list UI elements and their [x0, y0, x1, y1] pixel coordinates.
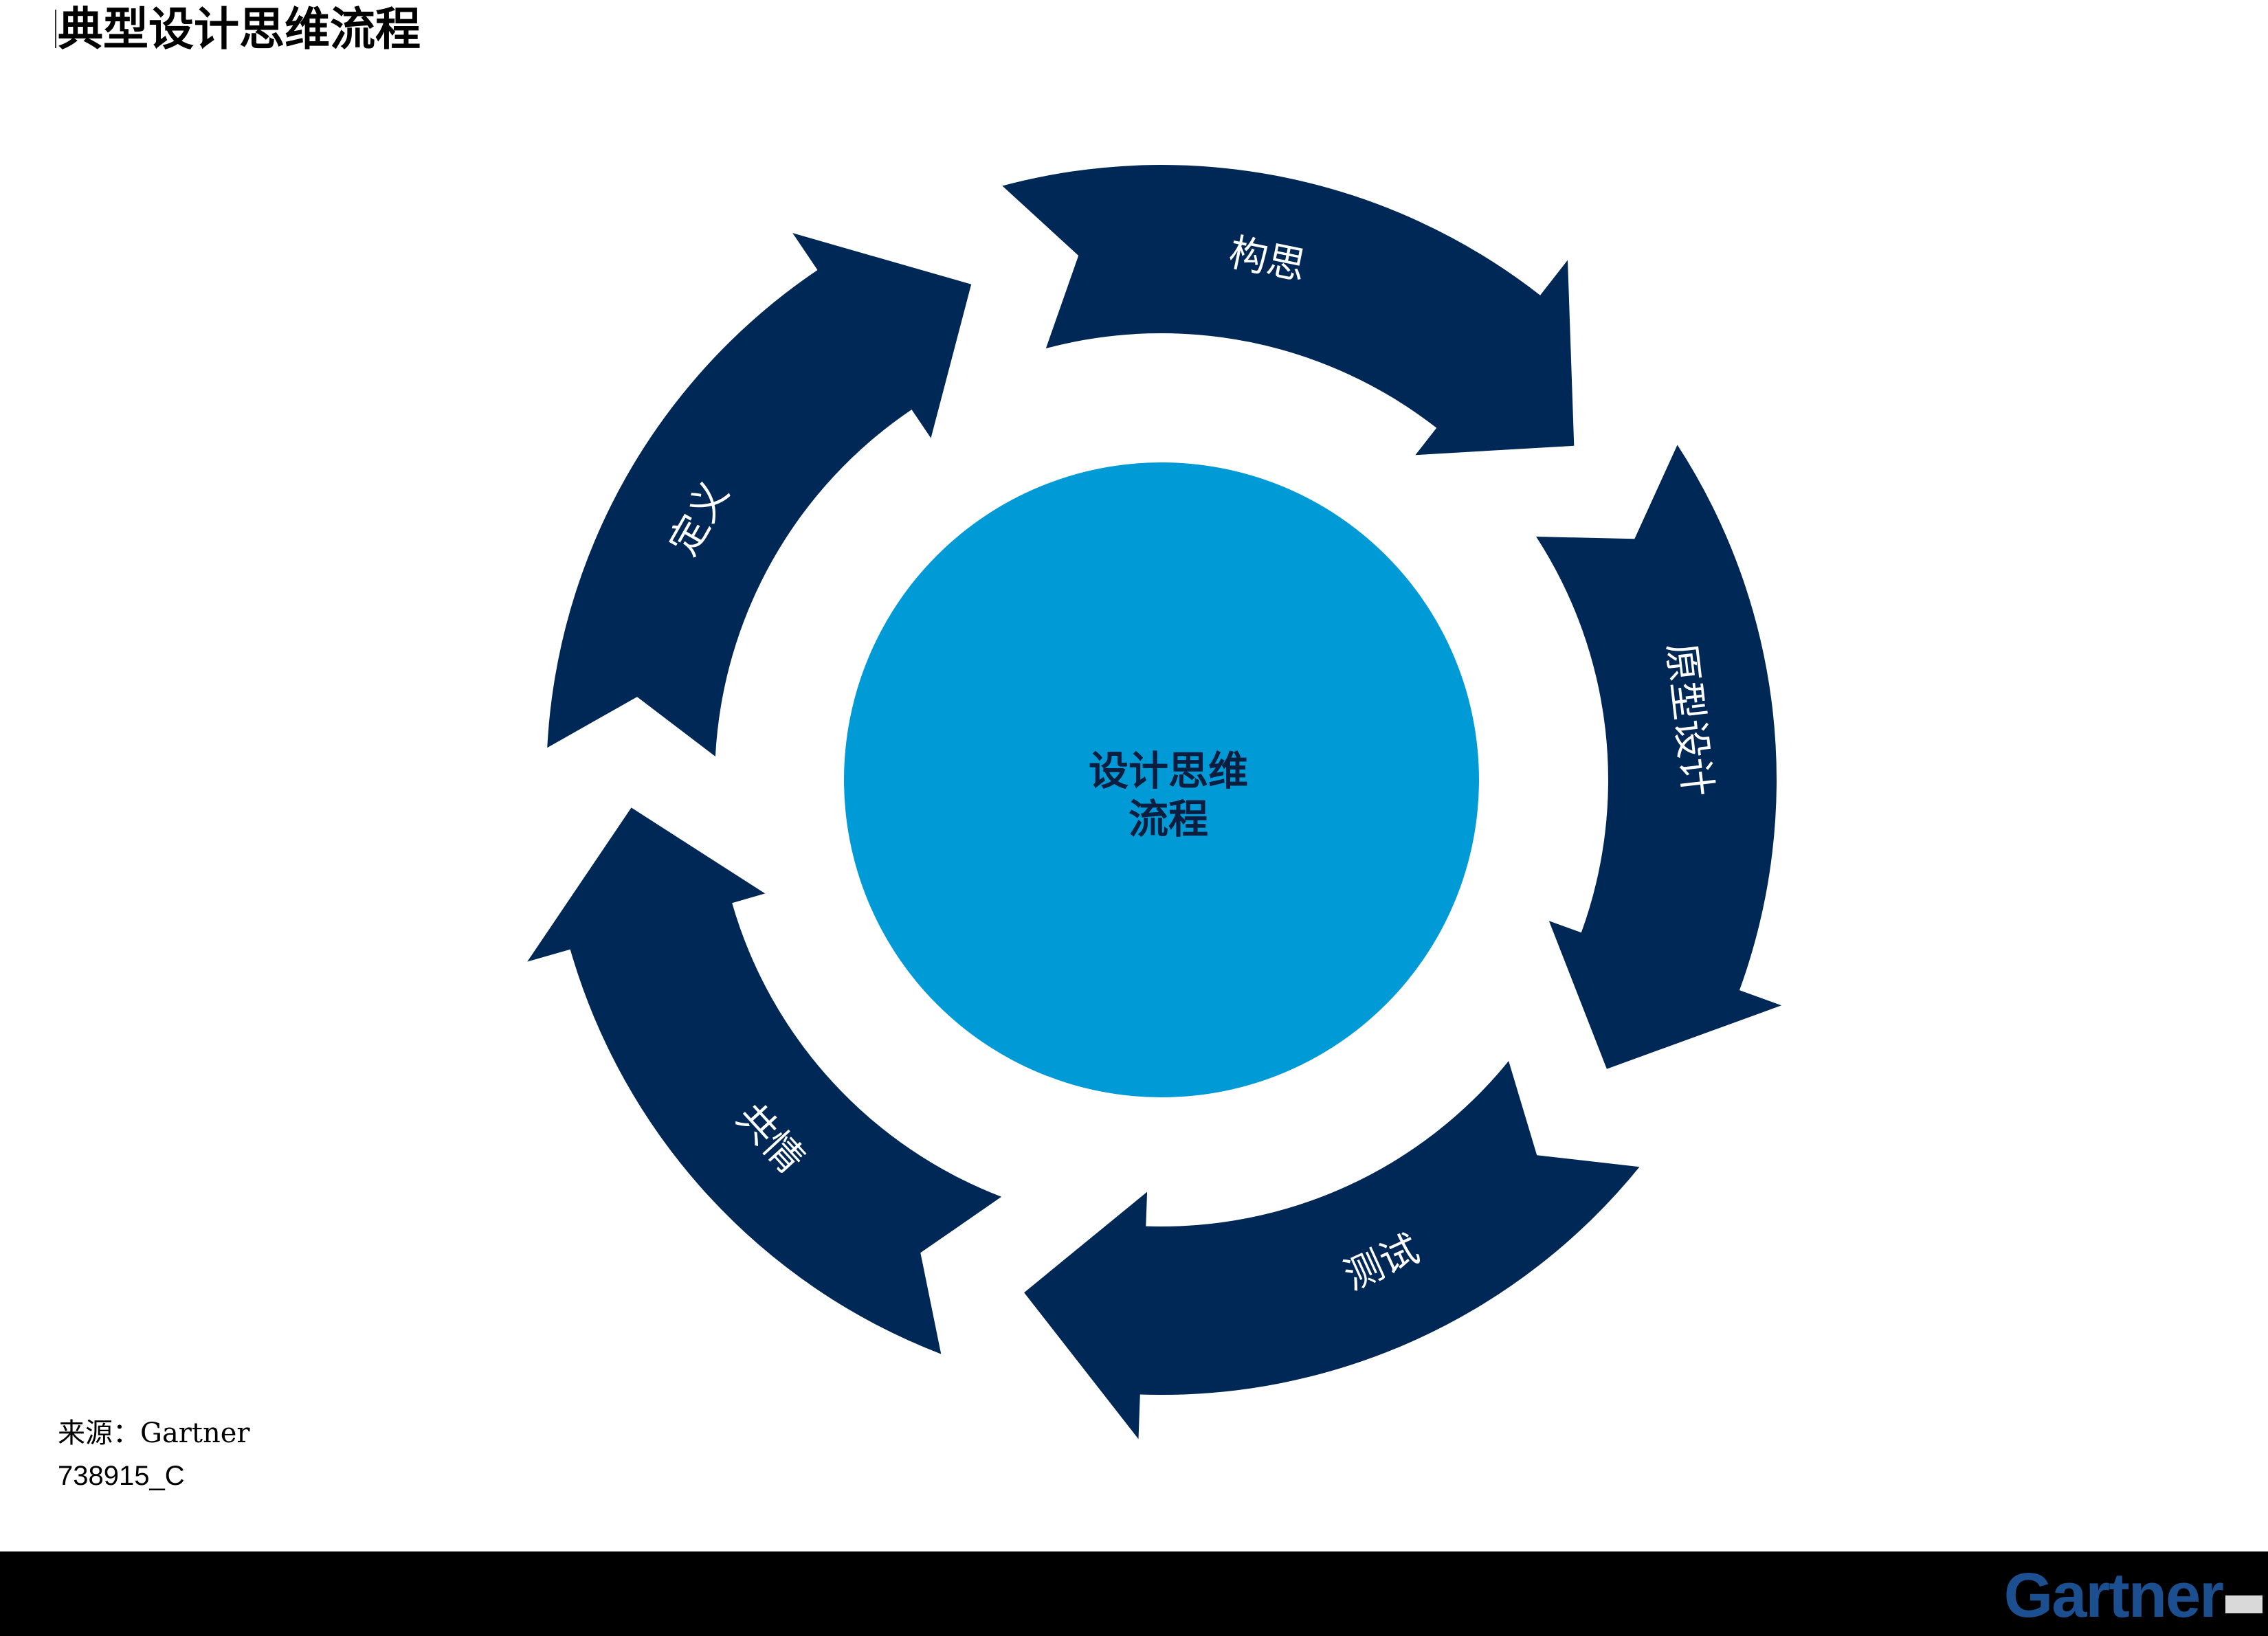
cycle-arrow-segment [1536, 445, 1782, 1069]
cycle-arrow-segment [547, 233, 972, 757]
page-title: 典型设计思维流程 [58, 2, 421, 56]
cycle-arrow-segment [1024, 1061, 1640, 1439]
center-label-line2: 流程 [1129, 796, 1208, 842]
cycle-arrow-segment [527, 807, 1002, 1354]
source-note: 来源：Gartner [58, 1418, 250, 1449]
cycle-arrow-segment [1002, 165, 1575, 456]
cycle-arrows [527, 165, 1782, 1439]
center-label-line1: 设计思维 [1089, 748, 1248, 794]
document-id: 738915_C [58, 1461, 185, 1491]
footer-bar: Gartner [0, 1551, 2268, 1636]
footer-watermark-icon [2225, 1595, 2263, 1613]
gartner-logo: Gartner [2003, 1560, 2224, 1631]
title-marker [55, 10, 56, 48]
center-circle [844, 462, 1479, 1097]
